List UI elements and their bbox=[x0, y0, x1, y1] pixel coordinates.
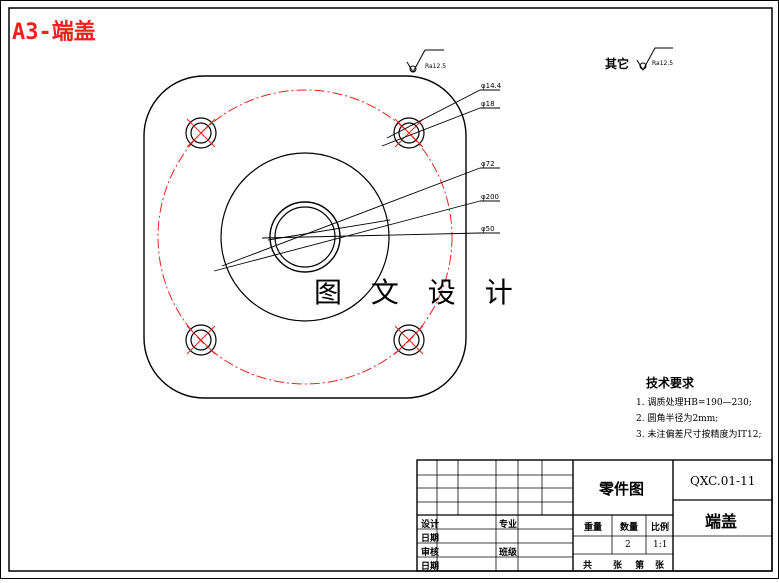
tech-requirements-heading: 技术要求 bbox=[646, 376, 695, 390]
dim-phi-14-4: φ14.4 bbox=[481, 82, 502, 90]
roughness-symbol-other bbox=[636, 47, 673, 72]
label-date-2: 日期 bbox=[421, 562, 440, 572]
watermark-text: 图 文 设 计 bbox=[314, 276, 523, 309]
quantity-value: 2 bbox=[625, 540, 631, 550]
label-sheet-of: 张 第 bbox=[613, 561, 645, 571]
drawing-type: 零件图 bbox=[599, 480, 645, 498]
label-quantity: 数量 bbox=[620, 523, 639, 533]
roughness-symbol-top bbox=[406, 49, 444, 74]
hub-circle bbox=[220, 152, 390, 322]
label-scale: 比例 bbox=[651, 523, 670, 533]
part-name: 端盖 bbox=[705, 512, 738, 531]
scale-value: 1:1 bbox=[653, 540, 668, 550]
bolt-hole-top-left bbox=[185, 117, 217, 149]
bolt-hole-bottom-right bbox=[393, 324, 425, 356]
dim-phi-50: φ50 bbox=[481, 225, 495, 233]
label-weight: 重量 bbox=[584, 523, 603, 533]
drawing-title: A3-端盖 bbox=[12, 20, 96, 45]
dim-phi-18: φ18 bbox=[481, 100, 495, 108]
bore-inner bbox=[274, 206, 336, 268]
dimension-leaders bbox=[213, 89, 500, 272]
title-block-grid bbox=[416, 459, 773, 572]
bolt-hole-bottom-left bbox=[185, 324, 217, 356]
label-class: 班级 bbox=[499, 548, 518, 558]
label-sheets-total: 共 bbox=[583, 561, 593, 571]
tech-requirement-item: 3. 未注偏差尺寸按精度为IT12; bbox=[636, 430, 762, 440]
drawing-number: QXC.01-11 bbox=[690, 474, 756, 488]
inner-border bbox=[8, 7, 773, 572]
tech-requirement-item: 2. 圆角半径为2mm; bbox=[636, 414, 719, 424]
flange-outline bbox=[143, 75, 467, 399]
bore-outer bbox=[269, 201, 341, 273]
dim-phi-72: φ72 bbox=[481, 160, 495, 168]
label-design: 设计 bbox=[421, 520, 440, 530]
dim-phi-200: φ200 bbox=[481, 193, 499, 201]
bolt-circle bbox=[157, 89, 453, 385]
bolt-hole-top-right bbox=[393, 117, 425, 149]
label-major: 专业 bbox=[499, 520, 518, 530]
other-surfaces-label: 其它 bbox=[605, 57, 630, 71]
label-date-1: 日期 bbox=[421, 534, 440, 544]
roughness-other-value: Ra12.5 bbox=[652, 60, 673, 67]
label-review: 审核 bbox=[421, 548, 440, 558]
technical-requirements: 技术要求 1. 调质处理HB=190—230; 2. 圆角半径为2mm; 3. … bbox=[636, 374, 762, 443]
tech-requirement-item: 1. 调质处理HB=190—230; bbox=[636, 398, 752, 408]
roughness-top-value: Ra12.5 bbox=[425, 63, 446, 70]
label-sheet-end: 张 bbox=[655, 561, 665, 571]
